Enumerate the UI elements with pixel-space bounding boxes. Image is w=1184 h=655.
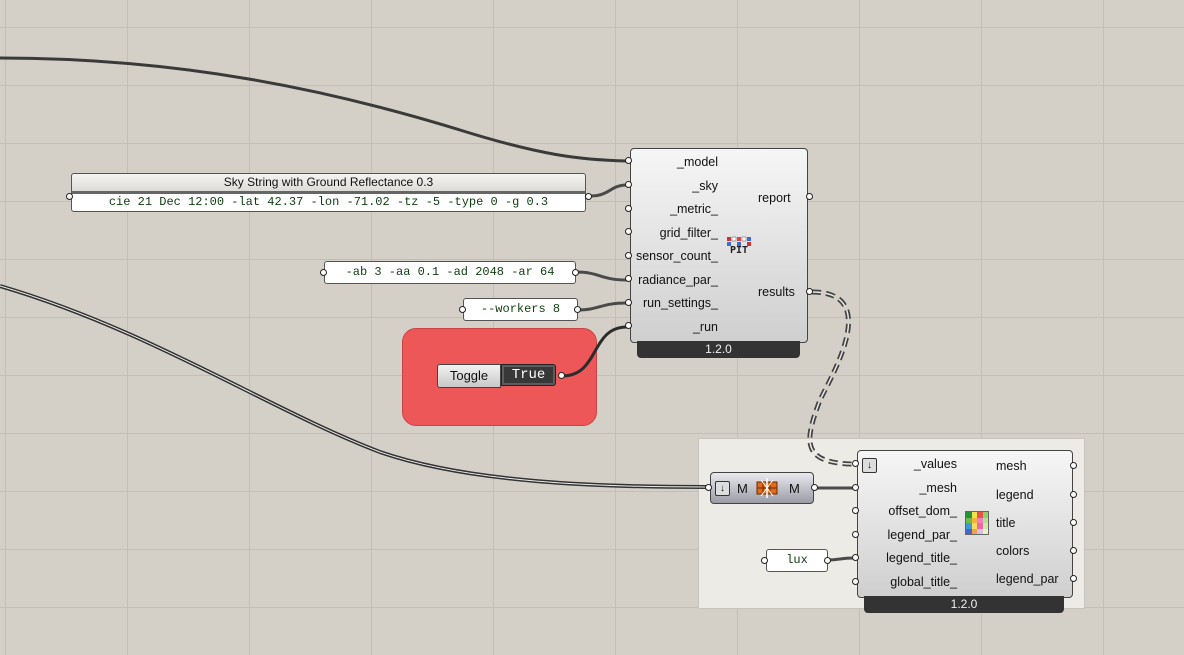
input-offset-dom[interactable]: offset_dom_ xyxy=(888,504,957,518)
output-legend-par[interactable]: legend_par xyxy=(996,572,1059,586)
output-grip-mesh[interactable] xyxy=(1070,462,1077,469)
legend-title-panel[interactable]: lux xyxy=(766,549,828,572)
output-grip[interactable] xyxy=(572,269,579,276)
toggle-value-button[interactable]: True xyxy=(501,364,556,386)
output-legend[interactable]: legend xyxy=(996,488,1034,502)
mesh-icon xyxy=(756,478,778,498)
input-grip-sensor-count[interactable] xyxy=(625,252,632,259)
input-legend-par[interactable]: legend_par_ xyxy=(887,528,957,542)
run-settings-panel[interactable]: --workers 8 xyxy=(463,298,578,321)
input-radiance-par[interactable]: radiance_par_ xyxy=(638,273,718,287)
output-grip[interactable] xyxy=(824,557,831,564)
input-grip-radiance-par[interactable] xyxy=(625,275,632,282)
output-colors[interactable]: colors xyxy=(996,544,1030,558)
radiance-par-panel[interactable]: -ab 3 -aa 0.1 -ad 2048 -ar 64 xyxy=(324,261,576,284)
output-grip-results[interactable] xyxy=(806,288,813,295)
input-grip[interactable] xyxy=(66,193,73,200)
point-in-time-component[interactable]: _model _sky _metric_ grid_filter_ sensor… xyxy=(630,148,808,343)
output-grip[interactable] xyxy=(585,193,592,200)
input-global-title[interactable]: global_title_ xyxy=(890,575,957,589)
input-grid-filter[interactable]: grid_filter_ xyxy=(659,226,718,240)
input-values[interactable]: _values xyxy=(913,457,957,471)
flatten-arrow-icon: ↓ xyxy=(715,481,730,496)
output-grip[interactable] xyxy=(558,372,565,379)
output-grip-title[interactable] xyxy=(1070,519,1077,526)
input-mesh[interactable]: _mesh xyxy=(919,481,957,495)
input-grip-legend-title[interactable] xyxy=(852,554,859,561)
mesh-parameter[interactable]: ↓ M M xyxy=(710,472,814,504)
sky-string-panel[interactable]: Sky String with Ground Reflectance 0.3 c… xyxy=(71,173,586,212)
panel-value[interactable]: cie 21 Dec 12:00 -lat 42.37 -lon -71.02 … xyxy=(71,191,586,212)
input-metric[interactable]: _metric_ xyxy=(670,202,718,216)
output-grip[interactable] xyxy=(811,484,818,491)
input-legend-title[interactable]: legend_title_ xyxy=(886,551,957,565)
input-grip-sky[interactable] xyxy=(625,181,632,188)
output-grip-legend[interactable] xyxy=(1070,491,1077,498)
input-grip[interactable] xyxy=(705,484,712,491)
input-grip[interactable] xyxy=(761,557,768,564)
input-run[interactable]: _run xyxy=(692,320,718,334)
boolean-toggle[interactable]: Toggle True xyxy=(437,364,558,388)
pit-icon: PIT xyxy=(726,236,752,260)
input-model[interactable]: _model xyxy=(677,155,718,169)
input-grip[interactable] xyxy=(320,269,327,276)
output-grip-colors[interactable] xyxy=(1070,547,1077,554)
output-title[interactable]: title xyxy=(996,516,1016,530)
output-results[interactable]: results xyxy=(758,285,795,299)
toggle-label: Toggle xyxy=(437,364,501,388)
output-grip-legend-par[interactable] xyxy=(1070,575,1077,582)
output-grip-report[interactable] xyxy=(806,193,813,200)
version-label: 1.2.0 xyxy=(864,596,1064,613)
input-grip-global-title[interactable] xyxy=(852,578,859,585)
input-grip-offset-dom[interactable] xyxy=(852,507,859,514)
version-label: 1.2.0 xyxy=(637,341,800,358)
input-run-settings[interactable]: run_settings_ xyxy=(642,296,718,310)
input-grip-metric[interactable] xyxy=(625,205,632,212)
input-grip-values[interactable] xyxy=(852,460,859,467)
output-grip[interactable] xyxy=(574,306,581,313)
panel-title: Sky String with Ground Reflectance 0.3 xyxy=(71,173,586,191)
legend-icon xyxy=(965,511,989,535)
input-grip-legend-par[interactable] xyxy=(852,531,859,538)
input-grip-grid-filter[interactable] xyxy=(625,228,632,235)
input-grip-model[interactable] xyxy=(625,157,632,164)
input-sky[interactable]: _sky xyxy=(692,179,718,193)
mesh-param-left-label: M xyxy=(737,481,748,496)
mesh-param-right-label: M xyxy=(789,481,800,496)
input-grip-run[interactable] xyxy=(625,322,632,329)
output-report[interactable]: report xyxy=(758,191,791,205)
input-grip-mesh[interactable] xyxy=(852,484,859,491)
input-sensor-count[interactable]: sensor_count_ xyxy=(635,249,718,263)
pit-icon-text: PIT xyxy=(729,245,749,256)
output-mesh[interactable]: mesh xyxy=(996,459,1027,473)
spatial-heatmap-component[interactable]: ↓ _values _mesh offset_dom_ legend_par_ … xyxy=(857,450,1073,598)
input-grip-run-settings[interactable] xyxy=(625,299,632,306)
input-grip[interactable] xyxy=(459,306,466,313)
flatten-arrow-icon: ↓ xyxy=(862,458,877,473)
